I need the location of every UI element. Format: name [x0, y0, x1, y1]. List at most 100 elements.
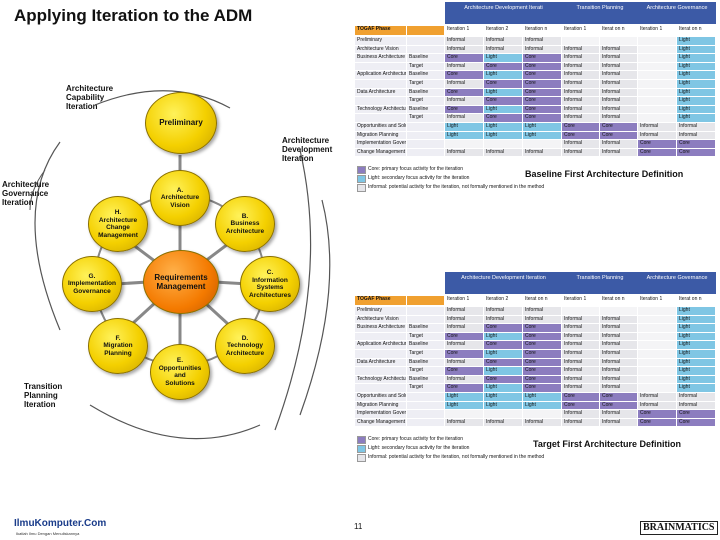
table-cell: Core	[445, 54, 484, 63]
table-cell	[407, 307, 445, 316]
development-iteration-label: Architecture Development Iteration	[282, 136, 333, 163]
table-cell	[445, 140, 484, 149]
table-cell	[484, 410, 523, 419]
table-cell: Light	[677, 341, 716, 350]
table-cell: Core	[523, 62, 562, 72]
table-cell: Baseline	[407, 71, 445, 80]
table-cell: Informal	[445, 375, 484, 385]
table-cell: Light	[445, 401, 484, 411]
table-cell	[638, 37, 677, 46]
table-cell: Informal	[484, 418, 523, 428]
phase-a: A. Architecture Vision	[150, 170, 210, 226]
table-group-header-band	[445, 272, 716, 294]
table-cell: Informal	[600, 105, 638, 115]
table-column-header: Iteration 2	[484, 26, 523, 36]
table-cell	[638, 307, 677, 316]
phase-b: B. Business Architecture	[215, 196, 275, 252]
table-column-header: Iteration n	[523, 26, 562, 36]
table-column-header: Iteration 1	[445, 26, 484, 36]
table-cell: Informal	[600, 114, 638, 123]
table-cell: Core	[445, 71, 484, 80]
table-cell: Informal	[523, 418, 562, 428]
table-cell	[355, 367, 407, 376]
phase-e: E. Opportunities and Solutions	[150, 344, 210, 400]
table-cell: Core	[484, 341, 523, 350]
table-cell: Baseline	[407, 375, 445, 385]
page-number: 11	[354, 522, 363, 531]
table-cell: Core	[523, 97, 562, 106]
table-cell: Informal	[523, 307, 562, 316]
table-cell: Target	[407, 97, 445, 106]
table-cell: Informal	[562, 54, 600, 63]
table-cell: Informal	[600, 88, 638, 98]
table-cell: Baseline	[407, 105, 445, 115]
table-column-header: Iteration 1	[562, 296, 600, 306]
table-group-header: Transition Planning	[576, 275, 624, 281]
phase-e-label: E. Opportunities and Solutions	[158, 357, 202, 387]
table-cell: Light	[484, 123, 523, 132]
table-cell	[638, 324, 677, 333]
table-column-header: Iterat on n	[523, 296, 562, 306]
table-cell: Informal	[445, 341, 484, 350]
table-cell: Light	[523, 401, 562, 411]
table-cell: Informal	[523, 315, 562, 325]
table-cell: Informal	[445, 148, 484, 158]
table-cell: Light	[677, 97, 716, 106]
table-cell: Technology Architecture	[355, 375, 407, 385]
table-cell: Informal	[562, 315, 600, 325]
table-cell	[638, 315, 677, 325]
table-cell: Migration Planning	[355, 401, 407, 411]
table-cell: Informal	[445, 307, 484, 316]
legend-text: Core: primary focus activity for the ite…	[368, 436, 464, 443]
table-cell: Informal	[562, 332, 600, 342]
table-column-header: Iterat on n	[677, 26, 716, 36]
table-cell: Light	[677, 324, 716, 333]
table-cell: Informal	[484, 148, 523, 158]
legend-swatch	[357, 436, 366, 445]
table-cell	[407, 315, 445, 325]
table-cell: Core	[562, 393, 600, 402]
table-cell: Migration Planning	[355, 131, 407, 141]
table-cell: Core	[523, 384, 562, 393]
table-cell: Preliminary	[355, 307, 407, 316]
table-cell: Informal	[562, 62, 600, 72]
table-cell: Core	[523, 332, 562, 342]
table-cell: Core	[484, 97, 523, 106]
table-cell: Informal	[600, 80, 638, 89]
table-cell: Informal	[445, 37, 484, 46]
table-cell	[407, 401, 445, 411]
page-title: Applying Iteration to the ADM	[14, 6, 253, 25]
legend-swatch	[357, 454, 366, 463]
table-caption: Target First Architecture Definition	[533, 439, 682, 450]
table-cell: Informal	[600, 367, 638, 376]
phase-f-label: F. Migration Planning	[103, 334, 133, 357]
table-cell: Core	[523, 341, 562, 350]
table-column-header: Iteration 1	[638, 296, 677, 306]
table-cell: Light	[677, 114, 716, 123]
table-column-header: Iterat on n	[600, 26, 638, 36]
table-cell	[600, 37, 638, 46]
table-cell: Business Architecture	[355, 54, 407, 63]
table-cell: Informal	[445, 97, 484, 106]
table-cell: Baseline	[407, 324, 445, 333]
table-cell: Informal	[600, 350, 638, 359]
table-cell	[355, 350, 407, 359]
table-cell: Informal	[445, 324, 484, 333]
table-cell: Core	[523, 324, 562, 333]
table-cell: Core	[523, 350, 562, 359]
table-cell: Informal	[484, 307, 523, 316]
table-cell	[638, 384, 677, 393]
table-cell: Light	[484, 401, 523, 411]
table-cell: Light	[484, 350, 523, 359]
table-cell: Light	[445, 131, 484, 141]
table-cell: Core	[445, 105, 484, 115]
phase-f: F. Migration Planning	[88, 318, 148, 374]
table-cell: Core	[523, 105, 562, 115]
table-group-header: Architecture Governance	[646, 275, 708, 281]
table-cell: Light	[677, 375, 716, 385]
table-column-header: Iteration 1	[638, 26, 677, 36]
table-cell: Baseline	[407, 88, 445, 98]
table-column-header: Iterat on n	[600, 296, 638, 306]
phase-g-label: G. Implementation Governance	[67, 272, 117, 295]
table-cell: Core	[484, 358, 523, 368]
